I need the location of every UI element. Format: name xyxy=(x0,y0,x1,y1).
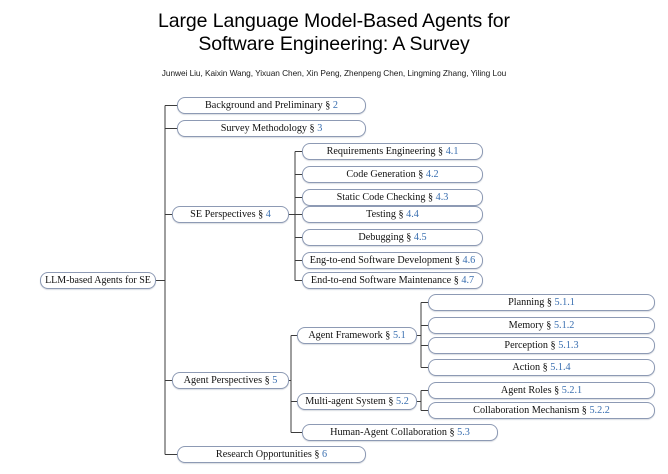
tree-node-label: Multi-agent System § xyxy=(305,396,397,407)
tree-node-section-number: 4.1 xyxy=(445,146,459,157)
tree-node-label: LLM-based Agents for SE xyxy=(45,275,151,286)
tree-node-section-number: 3 xyxy=(317,123,323,134)
tree-node-section-number: 4.3 xyxy=(435,192,449,203)
paper-header: Large Language Model-Based Agents for So… xyxy=(0,0,668,79)
tree-node-n3[interactable]: Survey Methodology § 3 xyxy=(177,120,366,137)
tree-node-label: Survey Methodology § xyxy=(220,123,318,134)
tree-node-label: Requirements Engineering § xyxy=(326,146,446,157)
tree-node-n47[interactable]: End-to-end Software Maintenance § 4.7 xyxy=(302,272,483,289)
tree-node-section-number: 5.1.2 xyxy=(553,320,575,331)
tree-node-n522[interactable]: Collaboration Mechanism § 5.2.2 xyxy=(428,402,655,419)
tree-node-n512[interactable]: Memory § 5.1.2 xyxy=(428,317,655,334)
tree-node-root[interactable]: LLM-based Agents for SE xyxy=(40,272,156,289)
author-list: Junwei Liu, Kaixin Wang, Yixuan Chen, Xi… xyxy=(161,68,507,78)
tree-node-label: Human-Agent Collaboration § xyxy=(330,427,458,438)
tree-node-section-number: 5.3 xyxy=(457,427,470,438)
tree-node-label: Agent Roles § xyxy=(500,385,562,396)
tree-node-section-number: 4 xyxy=(265,209,271,220)
tree-node-n513[interactable]: Perception § 5.1.3 xyxy=(428,337,655,354)
tree-node-n2[interactable]: Background and Preliminary § 2 xyxy=(177,97,366,114)
tree-node-label: Research Opportunities § xyxy=(215,449,322,460)
tree-node-section-number: 2 xyxy=(332,100,338,111)
tree-node-section-number: 4.7 xyxy=(461,275,475,286)
tree-node-n42[interactable]: Code Generation § 4.2 xyxy=(302,166,483,183)
tree-node-n53[interactable]: Human-Agent Collaboration § 5.3 xyxy=(302,424,498,441)
tree-node-section-number: 5.2.1 xyxy=(561,385,583,396)
tree-node-label: Collaboration Mechanism § xyxy=(473,405,590,416)
tree-node-n6[interactable]: Research Opportunities § 6 xyxy=(177,446,366,463)
tree-node-section-number: 5.1.4 xyxy=(550,362,571,373)
tree-node-n514[interactable]: Action § 5.1.4 xyxy=(428,359,655,376)
tree-node-section-number: 5.2.2 xyxy=(589,405,610,416)
tree-node-label: Testing § xyxy=(366,209,407,220)
tree-node-section-number: 5.1.3 xyxy=(558,340,579,351)
tree-node-label: Static Code Checking § xyxy=(336,192,436,203)
tree-node-n43[interactable]: Static Code Checking § 4.3 xyxy=(302,189,483,206)
tree-node-label: Planning § xyxy=(508,297,555,308)
tree-node-label: Background and Preliminary § xyxy=(205,100,333,111)
tree-node-section-number: 4.5 xyxy=(413,232,427,243)
page-title: Large Language Model-Based Agents for So… xyxy=(0,0,668,56)
tree-node-label: Eng-to-end Software Development § xyxy=(309,255,463,266)
tree-node-label: Agent Framework § xyxy=(308,330,393,341)
tree-node-label: Action § xyxy=(512,362,551,373)
tree-node-section-number: 4.4 xyxy=(406,209,419,220)
tree-node-label: SE Perspectives § xyxy=(190,209,266,220)
tree-node-section-number: 6 xyxy=(322,449,328,460)
tree-node-n41[interactable]: Requirements Engineering § 4.1 xyxy=(302,143,483,160)
tree-node-n52[interactable]: Multi-agent System § 5.2 xyxy=(297,393,417,410)
tree-node-label: Code Generation § xyxy=(346,169,426,180)
tree-node-label: Perception § xyxy=(504,340,559,351)
tree-node-n5[interactable]: Agent Perspectives § 5 xyxy=(172,372,289,389)
tree-node-section-number: 5.1.1 xyxy=(554,297,575,308)
tree-node-label: End-to-end Software Maintenance § xyxy=(310,275,462,286)
tree-node-label: Agent Perspectives § xyxy=(183,375,273,386)
tree-node-n46[interactable]: Eng-to-end Software Development § 4.6 xyxy=(302,252,483,269)
tree-node-n4[interactable]: SE Perspectives § 4 xyxy=(172,206,289,223)
tree-node-section-number: 5 xyxy=(272,375,278,386)
tree-node-n521[interactable]: Agent Roles § 5.2.1 xyxy=(428,382,655,399)
title-line-1: Large Language Model-Based Agents for xyxy=(158,10,510,32)
title-line-2: Software Engineering: A Survey xyxy=(198,33,470,55)
tree-node-n44[interactable]: Testing § 4.4 xyxy=(302,206,483,223)
tree-node-section-number: 4.6 xyxy=(462,255,476,266)
tree-node-n511[interactable]: Planning § 5.1.1 xyxy=(428,294,655,311)
tree-node-label: Debugging § xyxy=(358,232,414,243)
tree-node-section-number: 5.2 xyxy=(396,396,409,407)
tree-node-label: Memory § xyxy=(508,320,554,331)
tree-node-n51[interactable]: Agent Framework § 5.1 xyxy=(297,327,417,344)
tree-node-section-number: 4.2 xyxy=(425,169,439,180)
tree-node-section-number: 5.1 xyxy=(392,330,406,341)
tree-node-n45[interactable]: Debugging § 4.5 xyxy=(302,229,483,246)
